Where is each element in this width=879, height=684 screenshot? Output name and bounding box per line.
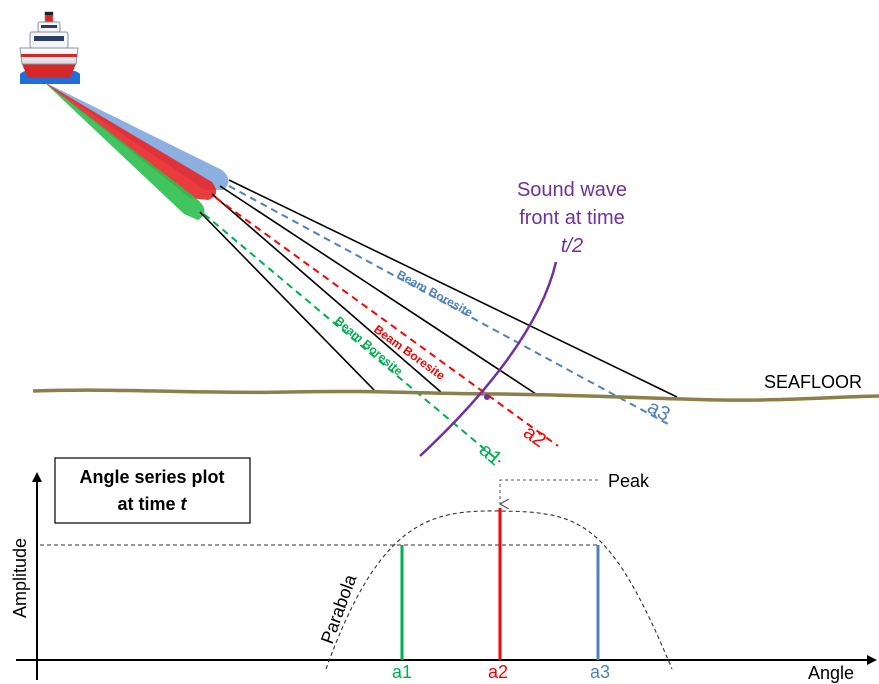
sound-wave-front: [419, 261, 558, 457]
boresite-line-a1: [203, 213, 501, 463]
y-axis-label: Amplitude: [10, 538, 30, 618]
beam-lobes: [44, 82, 229, 220]
tick-label-a1: a1: [392, 662, 412, 682]
peak-pointer: [500, 479, 598, 504]
wavefront-intersection: [484, 394, 490, 400]
sound-wave-label-line3: t/2: [561, 235, 583, 257]
beam-edge-lines: [199, 179, 678, 398]
beam-lobe-green: [44, 82, 205, 220]
angle-series-plot: Amplitude Angle Angle series plot at tim…: [10, 457, 877, 683]
boresite-lines: [203, 185, 669, 463]
x-axis-label: Angle: [808, 663, 854, 683]
beam-label-a2: a2: [519, 421, 550, 452]
plot-title-line1: Angle series plot: [79, 467, 224, 487]
seafloor-label: SEAFLOOR: [764, 372, 862, 392]
seafloor-line: [32, 388, 879, 402]
sound-wave-label-line1: Sound wave: [517, 179, 627, 201]
ship-icon: [19, 11, 80, 84]
parabola-label: Parabola: [317, 571, 361, 646]
tick-label-a2: a2: [488, 662, 508, 682]
plot-title-line2: at time t: [117, 494, 187, 514]
peak-label: Peak: [608, 471, 650, 491]
beam-label-a1: a1: [475, 439, 506, 470]
beam-lobe-blue: [44, 82, 229, 190]
sound-wave-label-line2: front at time: [519, 207, 625, 229]
beam-lobe-red: [44, 82, 217, 200]
beam-label-a3: a3: [644, 396, 674, 426]
tick-label-a3: a3: [590, 662, 610, 682]
parabola-curve: [325, 510, 673, 670]
boresite-line-a2: [215, 197, 559, 447]
plot-title-box: [54, 457, 251, 524]
